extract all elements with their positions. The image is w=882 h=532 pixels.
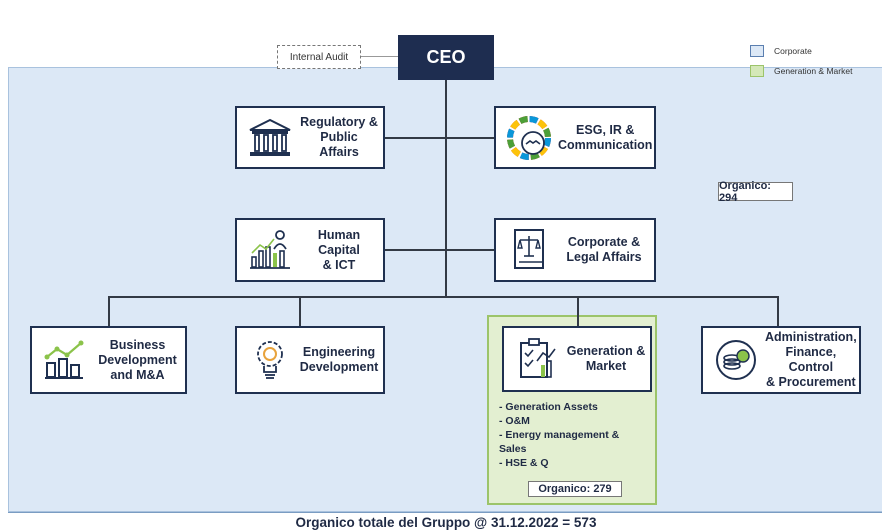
generation-organico-badge: Organico: 279 xyxy=(528,481,622,497)
corporate-organico-badge: Organico: 294 xyxy=(718,180,793,204)
people-growth-chart-icon xyxy=(245,225,295,275)
esg-label: ESG, IR & Communication xyxy=(558,122,653,152)
government-building-icon xyxy=(245,113,295,163)
regulatory-label: Regulatory & Public Affairs xyxy=(300,115,378,159)
footer-total: Organico totale del Gruppo @ 31.12.2022 … xyxy=(8,512,882,532)
drop-line-generation xyxy=(577,296,579,327)
law-scales-book-icon xyxy=(504,225,554,275)
list-item: O&M xyxy=(499,414,619,428)
legend-item-corporate: Corporate xyxy=(750,44,852,58)
clipboard-chart-icon xyxy=(512,334,562,384)
legend: Corporate Generation & Market xyxy=(750,44,852,84)
corporate-swatch xyxy=(750,45,764,57)
ceo-box: CEO xyxy=(398,35,494,80)
engineering-development-box: Engineering Development xyxy=(235,326,385,394)
internal-audit-box: Internal Audit xyxy=(277,45,361,69)
list-item: Energy management & Sales xyxy=(499,428,619,456)
drop-line-business xyxy=(108,296,110,327)
esg-ir-communication-box: ESG, IR & Communication xyxy=(494,106,656,169)
business-development-label: Business Development and M&A xyxy=(98,337,177,382)
human-capital-ict-box: Human Capital & ICT xyxy=(235,218,385,282)
legal-label: Corporate & Legal Affairs xyxy=(566,235,642,264)
audit-connector-line xyxy=(361,56,398,57)
legend-label-corporate: Corporate xyxy=(774,46,812,56)
human-capital-label: Human Capital & ICT xyxy=(317,227,361,272)
administration-finance-box: Administration, Finance, Control & Procu… xyxy=(701,326,861,394)
bar-chart-trend-icon xyxy=(40,335,90,385)
corporate-legal-affairs-box: Corporate & Legal Affairs xyxy=(494,218,656,282)
drop-line-administration xyxy=(777,296,779,327)
generation-market-label: Generation & Market xyxy=(566,344,646,373)
list-item: Generation Assets xyxy=(499,400,619,414)
administration-label: Administration, Finance, Control & Procu… xyxy=(765,330,857,389)
list-item: HSE & Q xyxy=(499,456,619,470)
branch-line-mid xyxy=(385,249,495,251)
generation-swatch xyxy=(750,65,764,77)
business-development-box: Business Development and M&A xyxy=(30,326,187,394)
lightbulb-gear-icon xyxy=(245,335,295,385)
bottom-bus-line xyxy=(108,296,779,298)
legend-label-generation: Generation & Market xyxy=(774,66,853,76)
sdg-handshake-icon xyxy=(504,113,554,163)
generation-market-box: Generation & Market xyxy=(502,326,652,392)
drop-line-engineering xyxy=(299,296,301,327)
ceo-trunk-line xyxy=(445,80,447,297)
coins-icon xyxy=(711,335,761,385)
regulatory-public-affairs-box: Regulatory & Public Affairs xyxy=(235,106,385,169)
legend-item-generation: Generation & Market xyxy=(750,64,852,78)
generation-activities-list: Generation Assets O&M Energy management … xyxy=(499,400,619,470)
branch-line-top xyxy=(385,137,495,139)
engineering-label: Engineering Development xyxy=(299,345,379,374)
